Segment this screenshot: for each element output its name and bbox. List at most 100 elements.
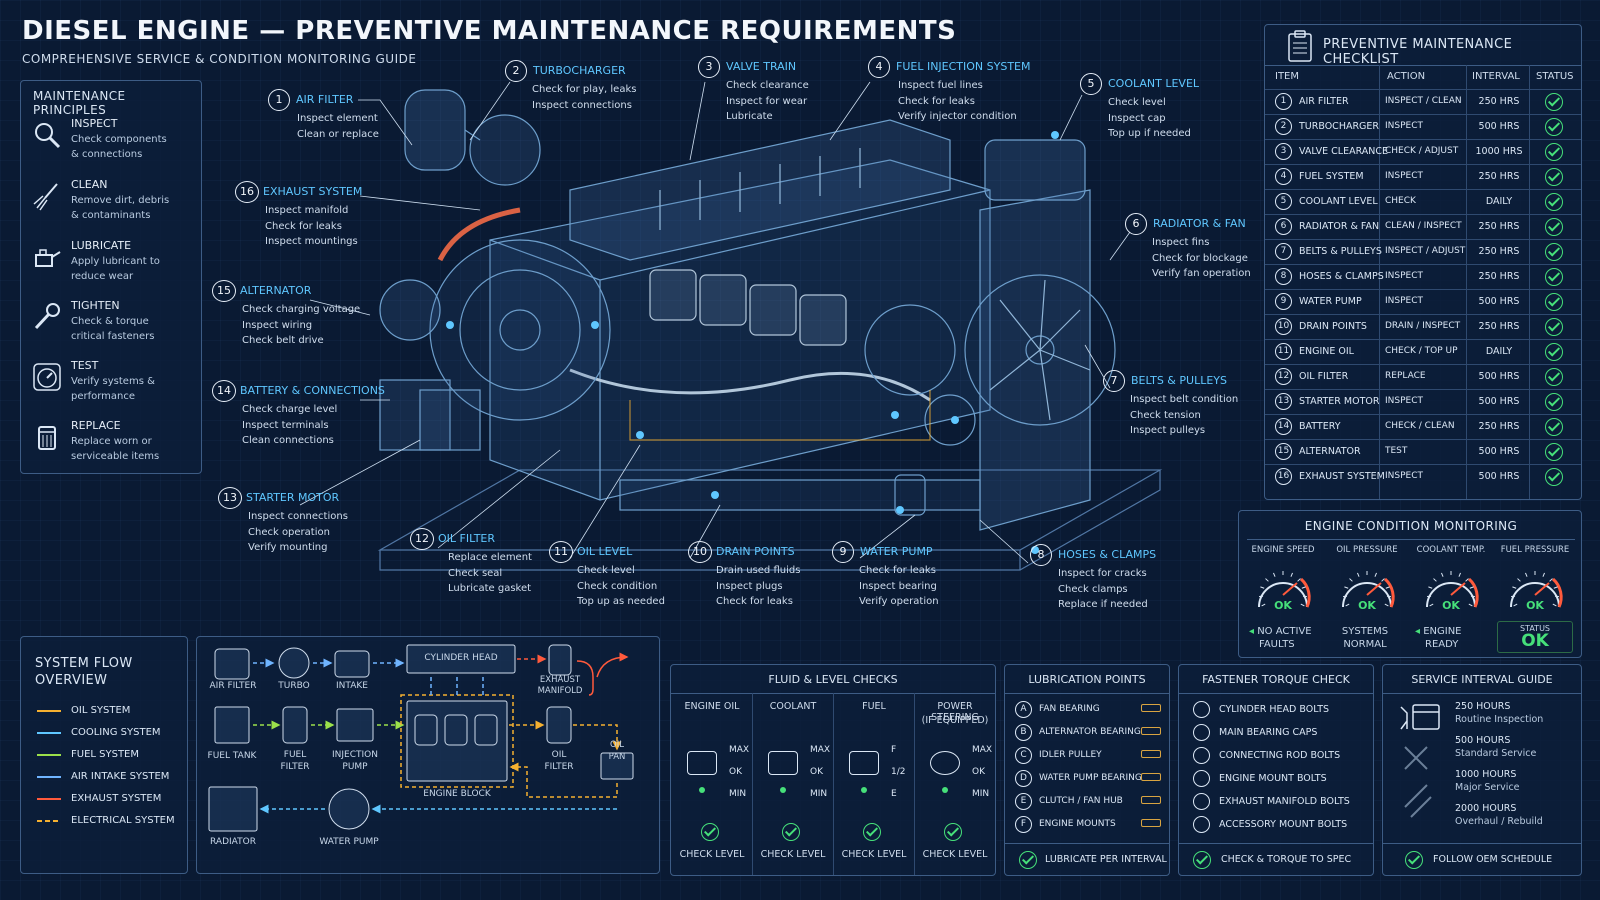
lube-letter: D <box>1015 770 1032 787</box>
row-action: CLEAN / INSPECT <box>1385 221 1462 231</box>
lube-letter: A <box>1015 701 1032 718</box>
status-check-icon <box>1545 143 1563 161</box>
fluid-check-icon <box>782 823 800 841</box>
row-interval: 1000 HRS <box>1475 146 1523 157</box>
row-number: 2 <box>1275 118 1292 135</box>
bolt-icon <box>1193 793 1210 810</box>
status-check-icon <box>1545 293 1563 311</box>
row-action: CHECK / TOP UP <box>1385 346 1458 356</box>
lube-label: ENGINE MOUNTS <box>1039 819 1116 829</box>
monitoring-panel: ENGINE CONDITION MONITORING ENGINE SPEED… <box>1238 510 1582 658</box>
row-item: FUEL SYSTEM <box>1299 171 1364 182</box>
row-action: DRAIN / INSPECT <box>1385 321 1461 331</box>
row-item: STARTER MOTOR <box>1299 396 1380 407</box>
row-item: WATER PUMP <box>1299 296 1362 307</box>
fluid-level-min: MIN <box>972 789 990 799</box>
row-number: 1 <box>1275 93 1292 110</box>
lube-label: IDLER PULLEY <box>1039 750 1102 760</box>
grease-gun-icon <box>1141 796 1161 804</box>
status-check-icon <box>1545 343 1563 361</box>
fluid-level-max: MAX <box>729 745 750 755</box>
service-hours: 250 HOURS <box>1455 701 1511 712</box>
service-desc: Major Service <box>1455 782 1520 793</box>
row-interval: 250 HRS <box>1478 246 1520 257</box>
flow-water-pump-label: WATER PUMP <box>319 837 379 847</box>
injection-pump-node <box>336 708 374 742</box>
row-action: INSPECT <box>1385 471 1423 481</box>
grease-gun-icon <box>1141 750 1161 758</box>
brush-icon <box>33 183 58 211</box>
legend-swatch <box>37 732 61 734</box>
row-item: DRAIN POINTS <box>1299 321 1367 332</box>
oil-can-icon <box>35 249 61 267</box>
fluid-level-min: E <box>891 789 897 799</box>
turbo-node <box>278 647 310 679</box>
row-interval: 250 HRS <box>1478 221 1520 232</box>
grease-gun-icon <box>1141 773 1161 781</box>
legend-swatch <box>37 820 61 822</box>
gauge-label: OIL PRESSURE <box>1336 545 1398 555</box>
lubricate-check-icon <box>1019 851 1037 869</box>
status-check-icon <box>1545 393 1563 411</box>
row-item: ALTERNATOR <box>1299 446 1361 457</box>
fluid-title: FLUID & LEVEL CHECKS <box>768 673 898 686</box>
torque-item: ACCESSORY MOUNT BOLTS <box>1219 819 1348 830</box>
flow-air-filter-label: AIR FILTER <box>209 681 257 691</box>
torque-panel: FASTENER TORQUE CHECK CYLINDER HEAD BOLT… <box>1178 664 1374 876</box>
status-check-icon <box>1545 218 1563 236</box>
maintenance-principles-panel: MAINTENANCE PRINCIPLES INSPECT Check com… <box>20 80 202 474</box>
row-interval: DAILY <box>1485 346 1513 357</box>
tools-icon <box>1404 746 1428 770</box>
service-footer: FOLLOW OEM SCHEDULE <box>1433 854 1553 865</box>
fluid-col-title: ENGINE OIL <box>684 701 740 712</box>
fluid-level-min: MIN <box>729 789 747 799</box>
row-number: 4 <box>1275 168 1292 185</box>
flow-turbo-label: TURBO <box>278 681 310 691</box>
row-number: 12 <box>1275 368 1292 385</box>
row-number: 16 <box>1275 468 1292 485</box>
status-check-icon <box>1545 168 1563 186</box>
row-interval: 500 HRS <box>1478 296 1520 307</box>
page-title: DIESEL ENGINE — PREVENTIVE MAINTENANCE R… <box>22 16 957 46</box>
fluid-drop-icon <box>699 787 705 793</box>
exhaust-node <box>548 644 572 676</box>
status-check-icon <box>1545 443 1563 461</box>
oil-pan-node <box>600 752 634 780</box>
row-action: INSPECT <box>1385 296 1423 306</box>
service-hours: 1000 HOURS <box>1455 769 1517 780</box>
fluid-divider <box>914 693 915 875</box>
row-item: AIR FILTER <box>1299 96 1349 107</box>
gauge-ok: OK <box>1526 599 1544 612</box>
torque-title: FASTENER TORQUE CHECK <box>1202 673 1350 686</box>
fluid-col-title: POWER STEERING <box>931 701 979 723</box>
legend-label: AIR INTAKE SYSTEM <box>71 771 170 782</box>
lube-letter: C <box>1015 747 1032 764</box>
row-interval: 250 HRS <box>1478 321 1520 332</box>
monitoring-title: ENGINE CONDITION MONITORING <box>1304 519 1518 533</box>
lube-label: CLUTCH / FAN HUB <box>1039 796 1123 806</box>
flow-diagram <box>208 644 634 832</box>
checklist-row: 12 OIL FILTER REPLACE 500 HRS <box>1265 364 1581 388</box>
intake-node <box>334 650 370 678</box>
row-item: OIL FILTER <box>1299 371 1349 382</box>
gauge-dial-icon <box>1426 571 1479 608</box>
status-ok-box: STATUS OK <box>1497 621 1573 653</box>
fuel-tank-node <box>214 706 250 744</box>
fluid-check-label: CHECK LEVEL <box>760 849 826 860</box>
status-check-icon <box>1545 118 1563 136</box>
col-action: ACTION <box>1387 71 1426 82</box>
row-number: 8 <box>1275 268 1292 285</box>
lubrication-title: LUBRICATION POINTS <box>1028 673 1146 686</box>
row-interval: 250 HRS <box>1478 96 1520 107</box>
row-action: REPLACE <box>1385 371 1426 381</box>
row-interval: 500 HRS <box>1478 371 1520 382</box>
